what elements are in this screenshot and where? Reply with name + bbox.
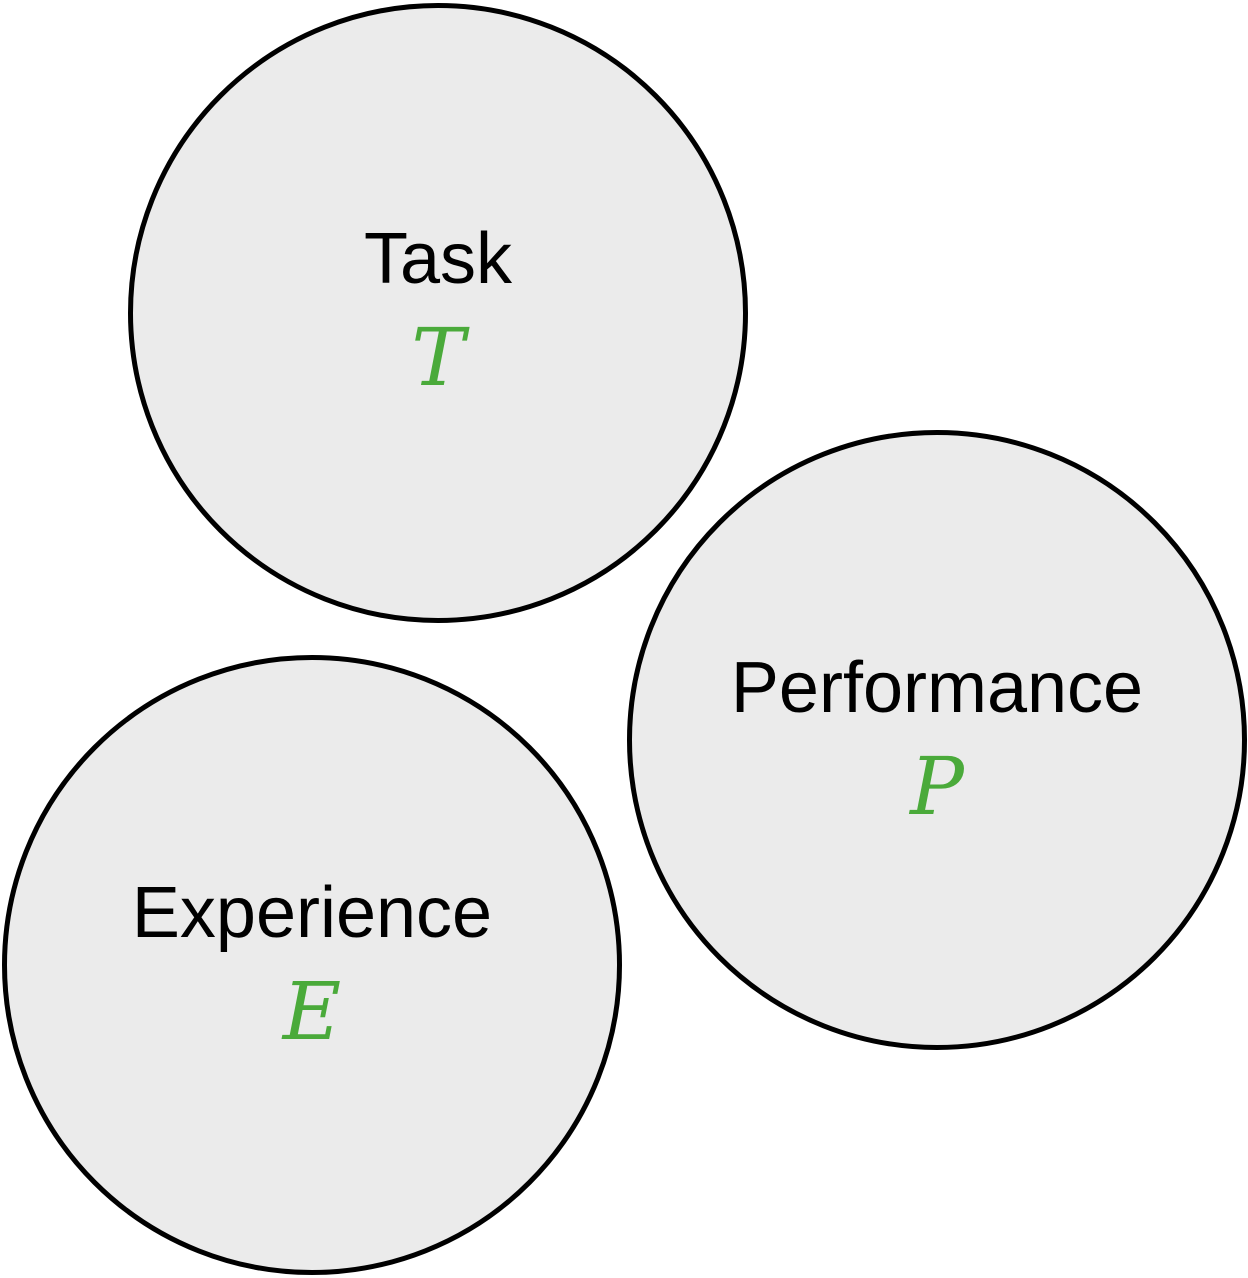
performance-circle <box>627 430 1247 1050</box>
experience-label: Experience <box>131 873 493 953</box>
task-label: Task <box>363 219 513 299</box>
performance-label: Performance <box>730 648 1144 728</box>
experience-symbol: E <box>282 965 342 1058</box>
experience-circle <box>2 655 622 1275</box>
performance-symbol: P <box>910 740 964 833</box>
task-circle <box>128 3 748 623</box>
task-symbol: T <box>411 311 465 404</box>
